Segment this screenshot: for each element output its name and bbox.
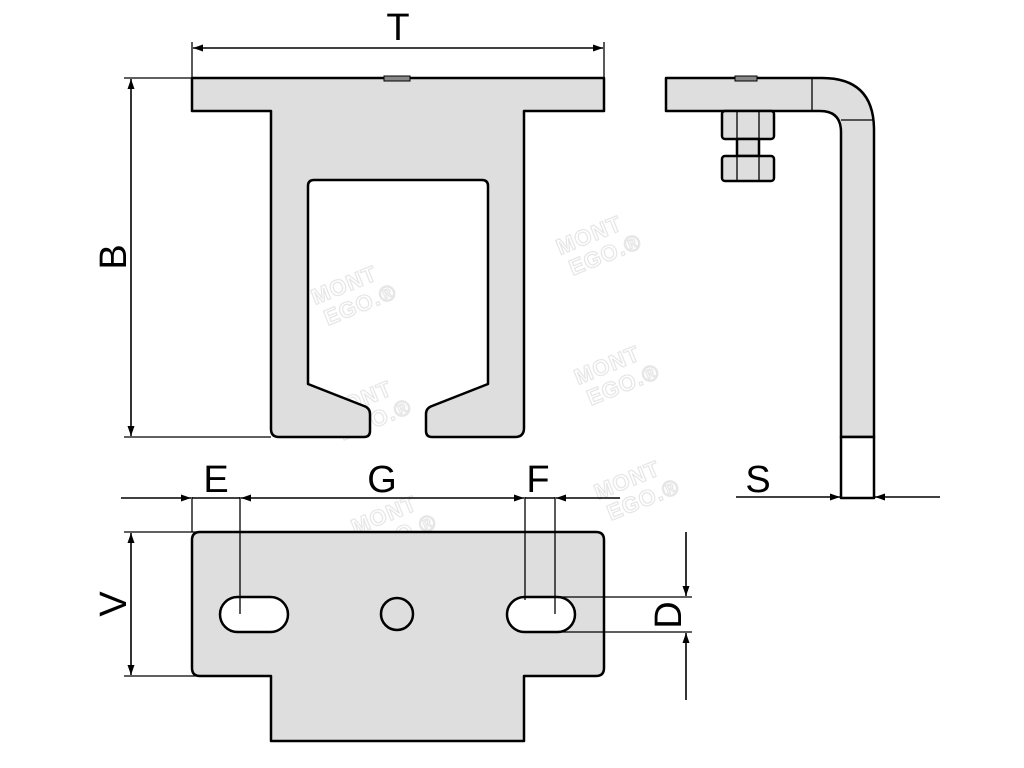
front-view-bracket-body: [190, 76, 606, 439]
center-hole: [379, 596, 415, 632]
side-view-bolt-head: [734, 75, 758, 82]
side-view-leg-end: [839, 435, 876, 500]
hex-nut-lower: [720, 154, 776, 183]
watermark-1: MONT EGO.®: [307, 260, 401, 331]
dimension-f-label: F: [526, 459, 549, 501]
dimension-d-label: D: [648, 601, 690, 628]
bottom-view: [190, 530, 606, 743]
dimension-b-label: B: [93, 244, 135, 269]
front-view: [190, 75, 606, 439]
watermark-3: MONT EGO.®: [570, 340, 664, 411]
slot-left: [218, 595, 290, 634]
front-view-bolt-head: [383, 75, 411, 82]
dimension-v-label: V: [93, 591, 135, 617]
side-view: [664, 75, 876, 500]
dimension-d: D: [560, 532, 692, 700]
dimension-b: B: [93, 77, 271, 438]
watermark-2: MONT EGO.®: [552, 210, 646, 281]
bottom-view-plate: [190, 530, 606, 743]
dimension-v: V: [93, 531, 200, 677]
dimension-s: S: [736, 459, 940, 501]
dimension-egf: E G F: [121, 459, 620, 614]
dimension-s-label: S: [745, 459, 770, 501]
dimension-e-label: E: [203, 459, 228, 501]
watermark-4: MONT EGO.®: [590, 455, 684, 526]
dimension-g-label: G: [367, 459, 397, 501]
hex-nut-upper: [720, 109, 776, 141]
bolt-shank: [735, 137, 761, 158]
dimension-t: T: [191, 7, 605, 80]
slot-right: [505, 595, 577, 634]
dimension-t-label: T: [386, 7, 409, 49]
